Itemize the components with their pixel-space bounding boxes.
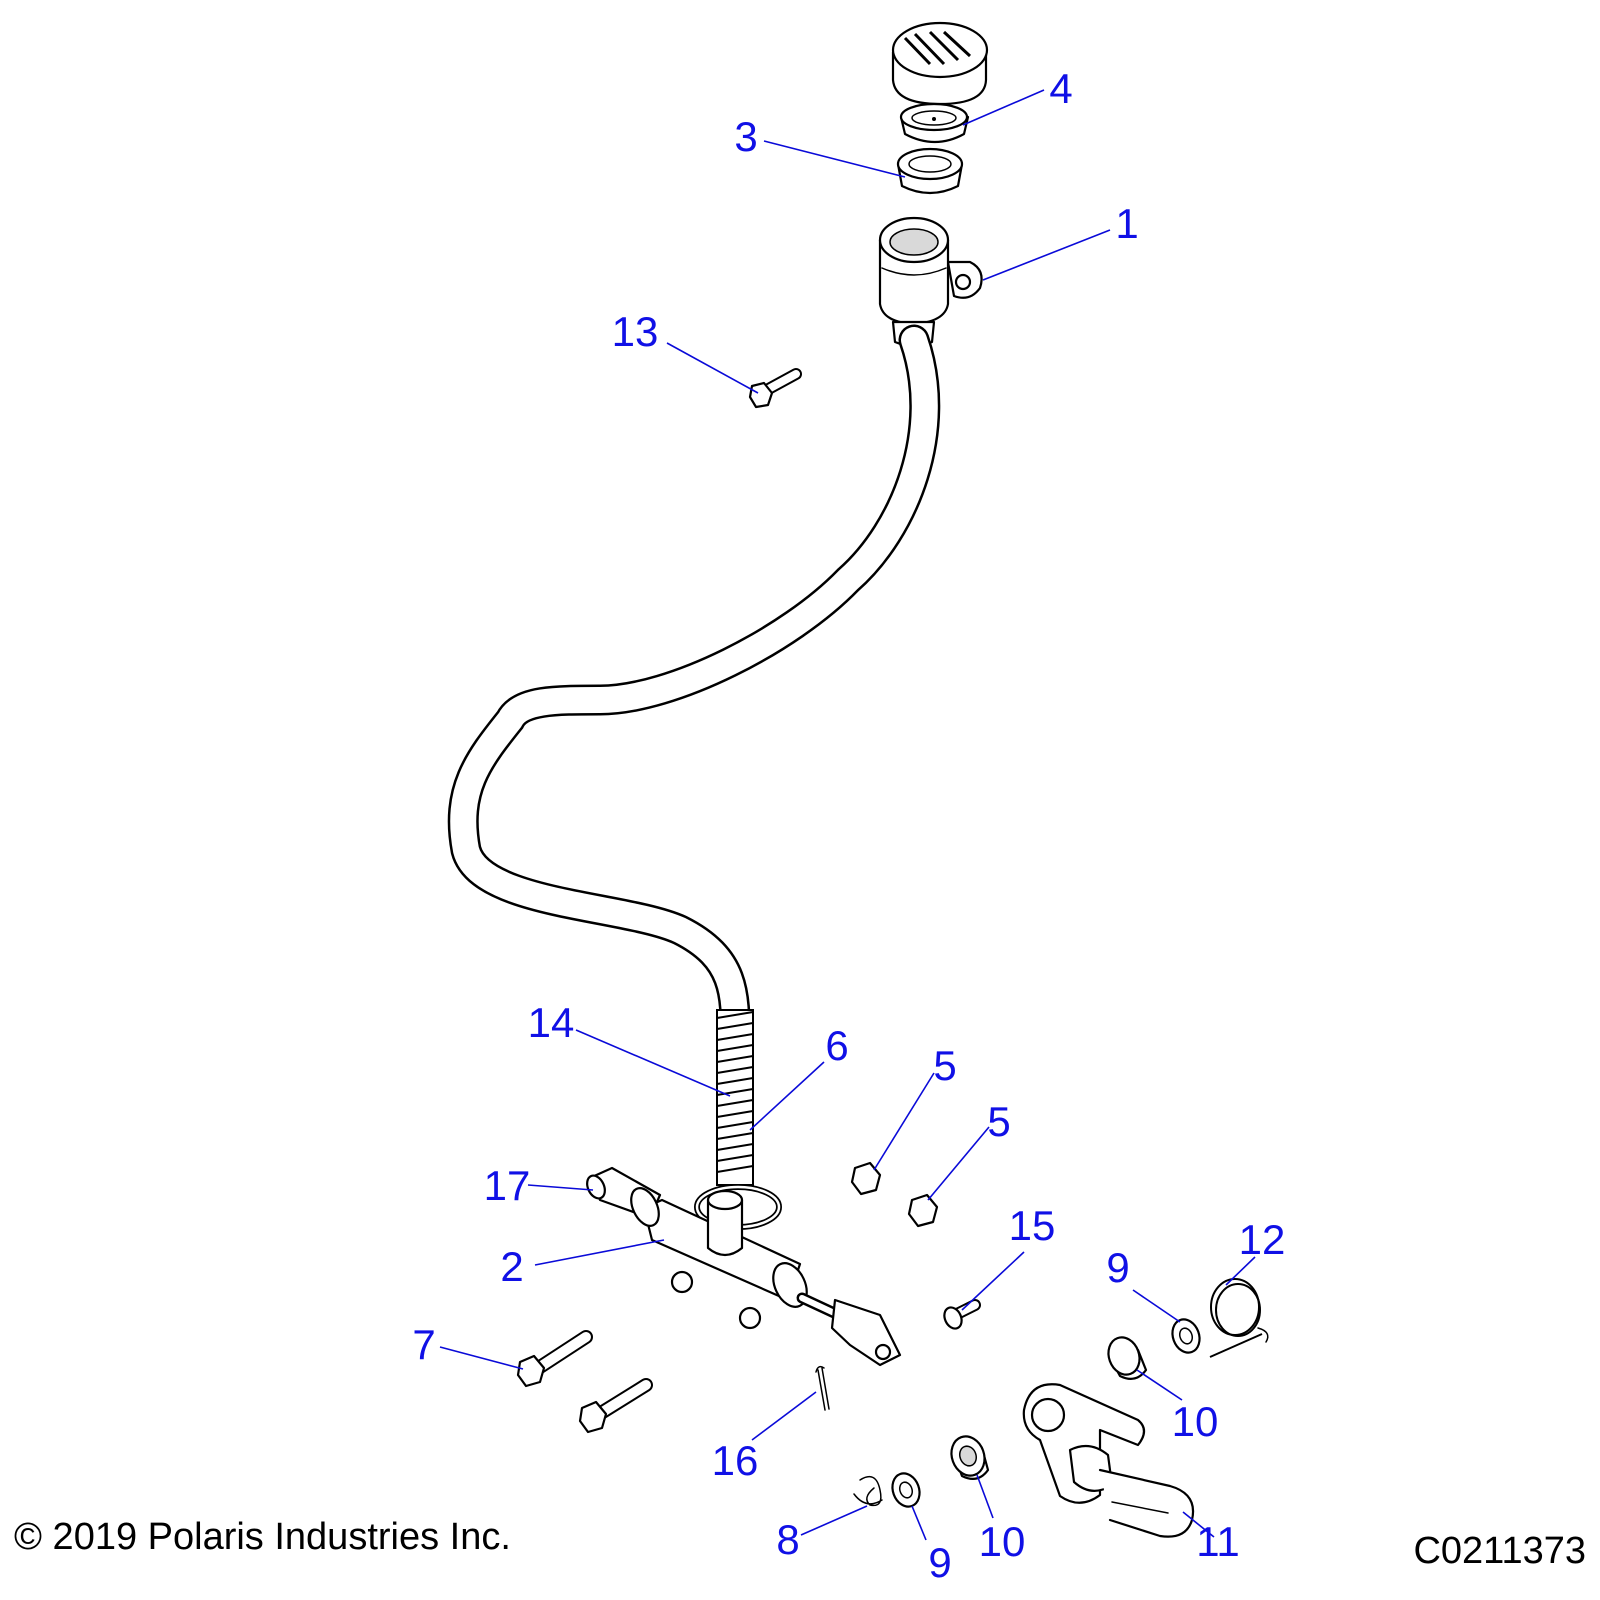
leader-4	[962, 89, 1045, 126]
callout-10a: 10	[1172, 1398, 1219, 1445]
plate-part-3	[896, 147, 964, 195]
leader-6	[749, 1061, 825, 1131]
copyright-notice: © 2019 Polaris Industries Inc.	[14, 1516, 511, 1558]
callout-12: 12	[1239, 1216, 1286, 1263]
pedal-lever-part-11	[1022, 1383, 1195, 1538]
reservoir-hose	[447, 324, 941, 1066]
callout-7: 7	[412, 1321, 435, 1368]
bolt-part-7-b	[578, 1378, 653, 1434]
diaphragm-part-4	[899, 102, 970, 144]
leader-9a	[1132, 1289, 1181, 1323]
nut-part-5-b	[907, 1193, 939, 1228]
cotter-pin-part-16	[815, 1365, 830, 1411]
leader-8	[800, 1505, 868, 1536]
return-spring-part-12	[1209, 1278, 1269, 1358]
callout-15: 15	[1009, 1202, 1056, 1249]
leader-3	[763, 140, 906, 178]
callout-3: 3	[734, 113, 757, 160]
callout-2: 2	[500, 1243, 523, 1290]
bolt-part-7-a	[516, 1330, 593, 1388]
pin-part-15	[943, 1299, 981, 1330]
callout-9b: 9	[928, 1539, 951, 1586]
leader-7	[439, 1346, 524, 1370]
callout-4: 4	[1049, 65, 1072, 112]
leader-5b	[927, 1126, 990, 1201]
callout-11: 11	[1196, 1518, 1240, 1565]
washer-part-9-a	[1171, 1318, 1201, 1354]
clip-part-8	[853, 1475, 883, 1507]
figure-id: C0211373	[1413, 1530, 1586, 1572]
reservoir-cap	[891, 21, 989, 106]
callout-5b: 5	[987, 1098, 1010, 1145]
leader-10b	[976, 1474, 994, 1519]
callout-9a: 9	[1106, 1244, 1129, 1291]
leader-11	[1182, 1511, 1215, 1538]
leader-16	[751, 1391, 817, 1441]
callout-17: 17	[484, 1162, 531, 1209]
leader-5a	[873, 1072, 935, 1171]
callout-14: 14	[528, 999, 575, 1046]
leader-lines	[439, 89, 1256, 1541]
callout-1: 1	[1115, 200, 1138, 247]
leader-10a	[1136, 1369, 1183, 1401]
nut-part-5-a	[850, 1161, 882, 1196]
callout-10b: 10	[979, 1518, 1026, 1565]
screw-part-13	[748, 368, 802, 409]
leader-2	[534, 1239, 665, 1266]
master-cylinder-part-2	[642, 1189, 902, 1367]
callout-16: 16	[712, 1437, 759, 1484]
bushing-part-10-b	[950, 1435, 990, 1481]
leader-13	[666, 342, 759, 394]
washer-part-9-b	[891, 1472, 921, 1508]
leader-1	[982, 229, 1111, 281]
fitting-part-17	[586, 1166, 662, 1227]
spring-guard-part-14	[716, 1009, 754, 1186]
leader-15	[961, 1251, 1025, 1311]
leader-17	[527, 1184, 594, 1191]
leader-14	[575, 1029, 731, 1097]
callout-5a: 5	[933, 1042, 956, 1089]
callout-8: 8	[776, 1516, 799, 1563]
bushing-part-10-a	[1107, 1336, 1148, 1381]
callout-6: 6	[825, 1022, 848, 1069]
callout-labels: 1 2 3 4 5 5 6 7 8 9 9 10 10 11 12 13 14 …	[412, 65, 1285, 1586]
reservoir-part-1	[878, 216, 983, 348]
callout-13: 13	[612, 308, 659, 355]
leader-9b	[911, 1505, 927, 1541]
leader-12	[1225, 1256, 1256, 1286]
